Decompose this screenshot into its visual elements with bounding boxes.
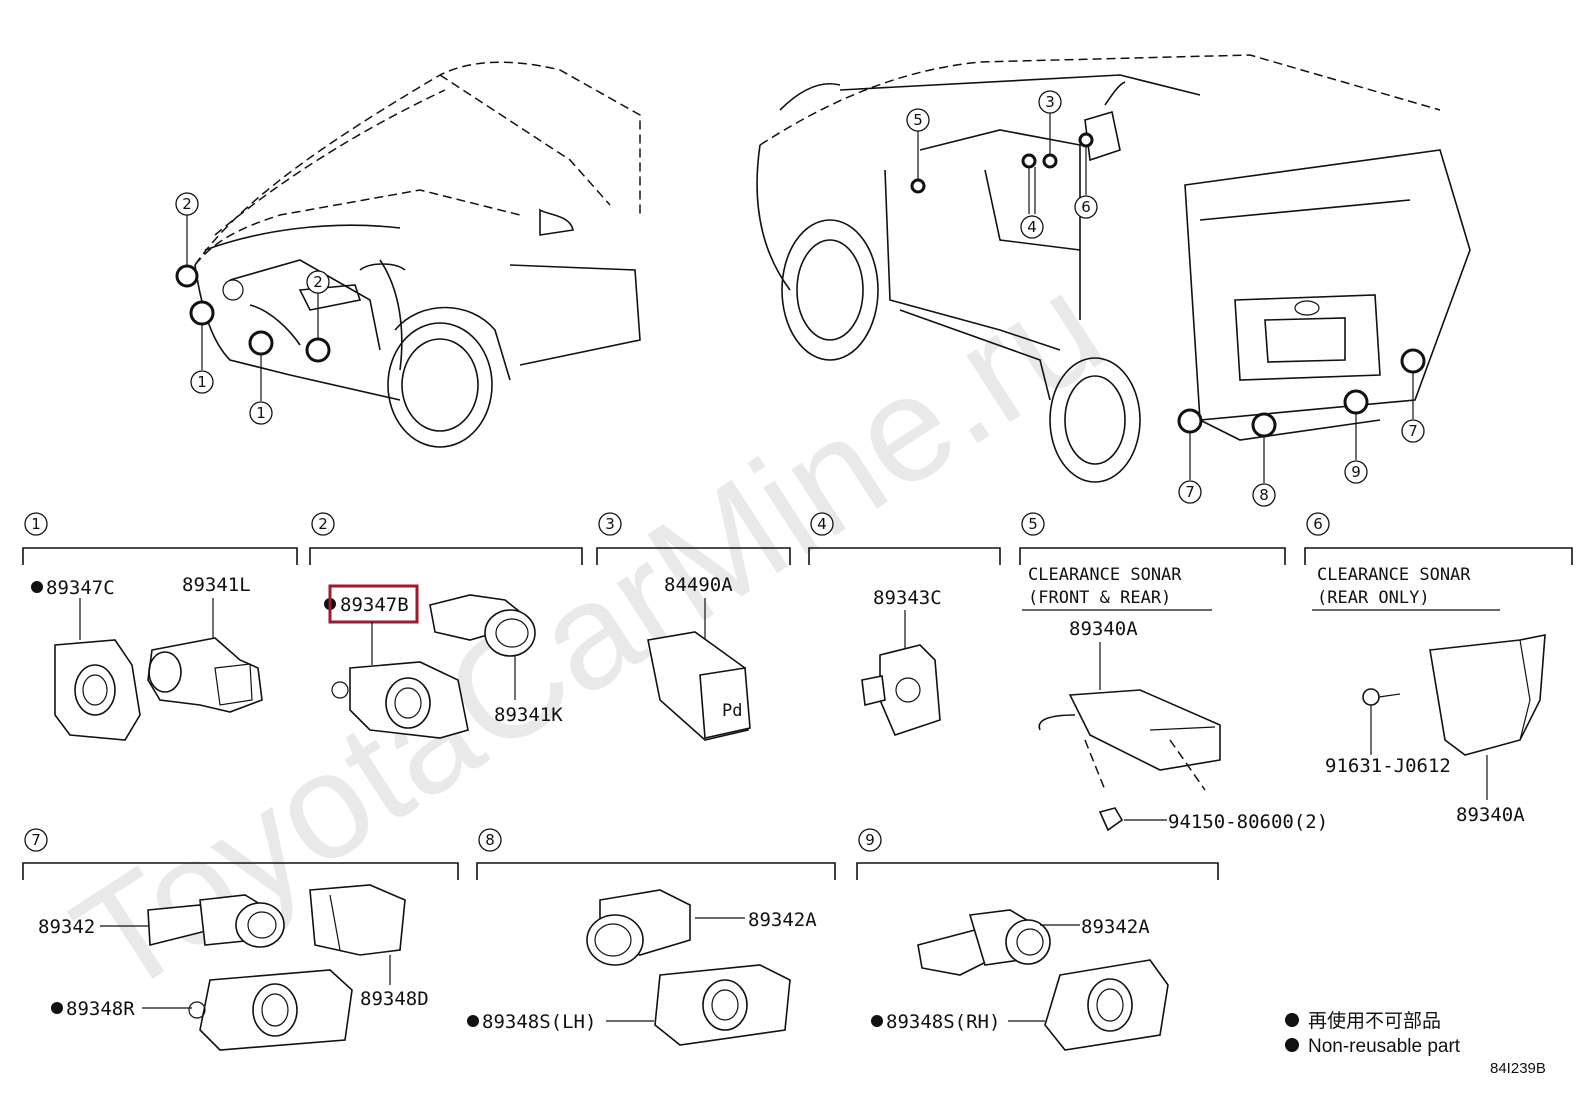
svg-text:1: 1 (31, 515, 41, 533)
svg-text:5: 5 (1028, 515, 1038, 533)
group-2: 2 89347B 89341K (309, 512, 583, 739)
part-89348S-RH[interactable]: 89348S(RH) (886, 1011, 1000, 1033)
svg-text:8: 8 (1259, 486, 1269, 504)
svg-text:3: 3 (1045, 93, 1055, 111)
group-8: 8 89342A 89348S(LH) (467, 828, 836, 1046)
group-5-title: CLEARANCE SONAR (1028, 565, 1182, 585)
part-84490A[interactable]: 84490A (664, 574, 733, 596)
svg-text:2: 2 (318, 515, 328, 533)
group-5: 5 CLEARANCE SONAR (FRONT & REAR) 89340A … (1019, 512, 1328, 833)
svg-text:1: 1 (256, 404, 266, 422)
svg-text:7: 7 (31, 831, 41, 849)
front-car-illustration (194, 61, 641, 448)
legend: 再使用不可部品 Non-reusable part (1285, 1010, 1461, 1057)
part-89342A-8[interactable]: 89342A (748, 909, 817, 931)
part-89348R[interactable]: 89348R (66, 998, 135, 1020)
highlight-box (328, 584, 419, 624)
part-89341L[interactable]: 89341L (182, 574, 251, 596)
part-89347C[interactable]: 89347C (46, 577, 115, 599)
group-5-subtitle: (FRONT & REAR) (1028, 588, 1171, 608)
part-91631-J0612[interactable]: 91631-J0612 (1325, 755, 1451, 777)
group-4: 4 89343C (808, 512, 1001, 736)
rear-car-illustration (756, 54, 1471, 483)
part-89340A-rear-only[interactable]: 89340A (1456, 804, 1525, 826)
part-89342A-9[interactable]: 89342A (1081, 916, 1150, 938)
part-89343C[interactable]: 89343C (873, 587, 942, 609)
svg-text:3: 3 (605, 515, 615, 533)
part-89347B[interactable]: 89347B (340, 594, 409, 616)
part-89348D[interactable]: 89348D (360, 988, 429, 1010)
svg-text:Pd: Pd (722, 701, 742, 721)
svg-text:1: 1 (197, 373, 207, 391)
diagram-code: 84I239B (1490, 1060, 1546, 1077)
group-6-subtitle: (REAR ONLY) (1317, 588, 1430, 608)
group-7: 7 89342 89348D 89348R (22, 828, 459, 1051)
group-6-title: CLEARANCE SONAR (1317, 565, 1471, 585)
part-94150-80600[interactable]: 94150-80600(2) (1168, 811, 1328, 833)
svg-text:2: 2 (313, 273, 323, 291)
legend-english: Non-reusable part (1308, 1036, 1461, 1057)
svg-text:2: 2 (182, 195, 192, 213)
group-9: 9 89342A 89348S(RH) (856, 828, 1219, 1051)
svg-text:7: 7 (1185, 483, 1195, 501)
group-3: 3 84490A Pd (596, 512, 791, 741)
part-89342[interactable]: 89342 (38, 916, 95, 938)
svg-text:8: 8 (485, 831, 495, 849)
legend-japanese: 再使用不可部品 (1308, 1010, 1441, 1032)
svg-text:9: 9 (1351, 463, 1361, 481)
part-89341K[interactable]: 89341K (494, 704, 563, 726)
group-1: 1 89347C 89341L (22, 512, 298, 741)
svg-text:7: 7 (1408, 422, 1418, 440)
svg-text:4: 4 (1027, 218, 1037, 236)
rear-car-callouts: 5 3 4 6 7 7 8 9 (906, 90, 1426, 507)
part-89348S-LH[interactable]: 89348S(LH) (482, 1011, 596, 1033)
part-89340A-front-rear[interactable]: 89340A (1069, 618, 1138, 640)
svg-text:5: 5 (913, 111, 923, 129)
front-car-callouts: 2 2 1 1 (175, 192, 331, 425)
svg-text:4: 4 (817, 515, 827, 533)
svg-text:9: 9 (865, 831, 875, 849)
svg-text:6: 6 (1081, 198, 1091, 216)
svg-text:6: 6 (1313, 515, 1323, 533)
group-6: 6 CLEARANCE SONAR (REAR ONLY) 91631-J061… (1304, 512, 1573, 826)
